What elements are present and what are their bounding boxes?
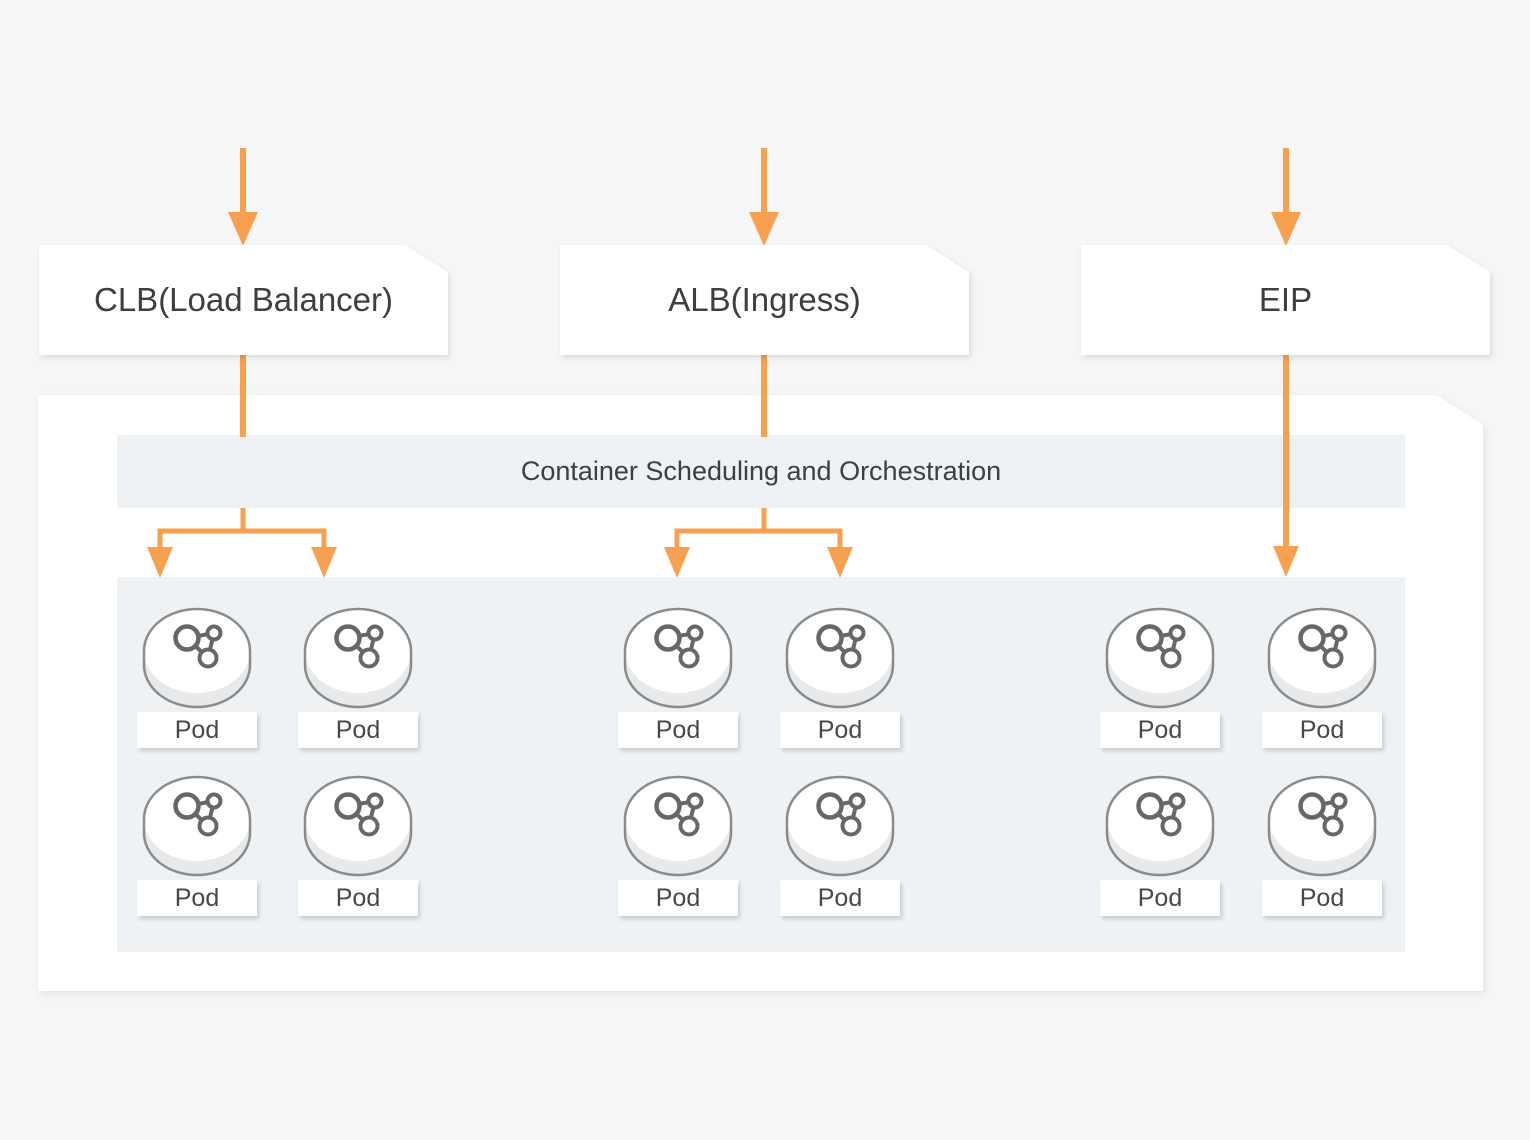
pod-node: Pod [137,773,257,916]
eip-node: EIP [1081,245,1490,355]
pod-molecule-glyph [173,624,223,669]
pod-node: Pod [298,605,418,748]
pod-label: Pod [1262,880,1382,916]
pod-molecule-glyph [334,792,384,837]
pod-node: Pod [1262,773,1382,916]
pod-label: Pod [618,880,738,916]
pod-molecule-glyph [1298,624,1348,669]
pod-molecule-glyph [816,624,866,669]
pod-molecule-glyph [1298,792,1348,837]
pod-molecule-glyph [1136,792,1186,837]
scheduling-bar: Container Scheduling and Orchestration [117,435,1405,508]
pod-cylinder-icon [142,607,252,709]
pod-cylinder-icon [1267,607,1377,709]
pod-label: Pod [780,712,900,748]
pod-node: Pod [1100,605,1220,748]
pod-cylinder-icon [1105,607,1215,709]
alb-node-box: ALB(Ingress) [560,245,969,355]
pod-node: Pod [1100,773,1220,916]
eip-node-label: EIP [1258,281,1313,318]
pod-node: Pod [618,605,738,748]
pod-label: Pod [1262,712,1382,748]
pod-label: Pod [618,712,738,748]
pod-label: Pod [298,712,418,748]
pod-node: Pod [1262,605,1382,748]
clb-node-label: CLB(Load Balancer) [94,281,393,318]
pod-cylinder-icon [303,607,413,709]
eip-inbound-arrowhead [1271,212,1301,246]
pod-cylinder-icon [303,775,413,877]
pod-label: Pod [298,880,418,916]
pod-cylinder-icon [142,775,252,877]
pod-label: Pod [1100,880,1220,916]
clb-inbound-arrowhead [228,212,258,246]
pod-node: Pod [618,773,738,916]
pod-cylinder-icon [1105,775,1215,877]
pod-node: Pod [780,605,900,748]
clb-node: CLB(Load Balancer) [39,245,448,355]
alb-node-label: ALB(Ingress) [668,281,861,318]
pod-molecule-glyph [654,624,704,669]
pod-molecule-glyph [816,792,866,837]
pod-molecule-glyph [334,624,384,669]
scheduling-bar-label: Container Scheduling and Orchestration [520,456,1002,486]
alb-node: ALB(Ingress) [560,245,969,355]
pod-cylinder-icon [785,775,895,877]
pod-cylinder-icon [1267,775,1377,877]
pod-cylinder-icon [623,607,733,709]
pod-label: Pod [780,880,900,916]
pod-label: Pod [1100,712,1220,748]
pod-molecule-glyph [173,792,223,837]
alb-inbound-arrowhead [749,212,779,246]
pod-cylinder-icon [623,775,733,877]
pod-molecule-glyph [1136,624,1186,669]
pod-label: Pod [137,880,257,916]
pod-cylinder-icon [785,607,895,709]
pod-label: Pod [137,712,257,748]
pod-node: Pod [137,605,257,748]
pod-molecule-glyph [654,792,704,837]
eip-node-box: EIP [1081,245,1490,355]
clb-node-box: CLB(Load Balancer) [39,245,448,355]
pod-node: Pod [298,773,418,916]
pod-node: Pod [780,773,900,916]
